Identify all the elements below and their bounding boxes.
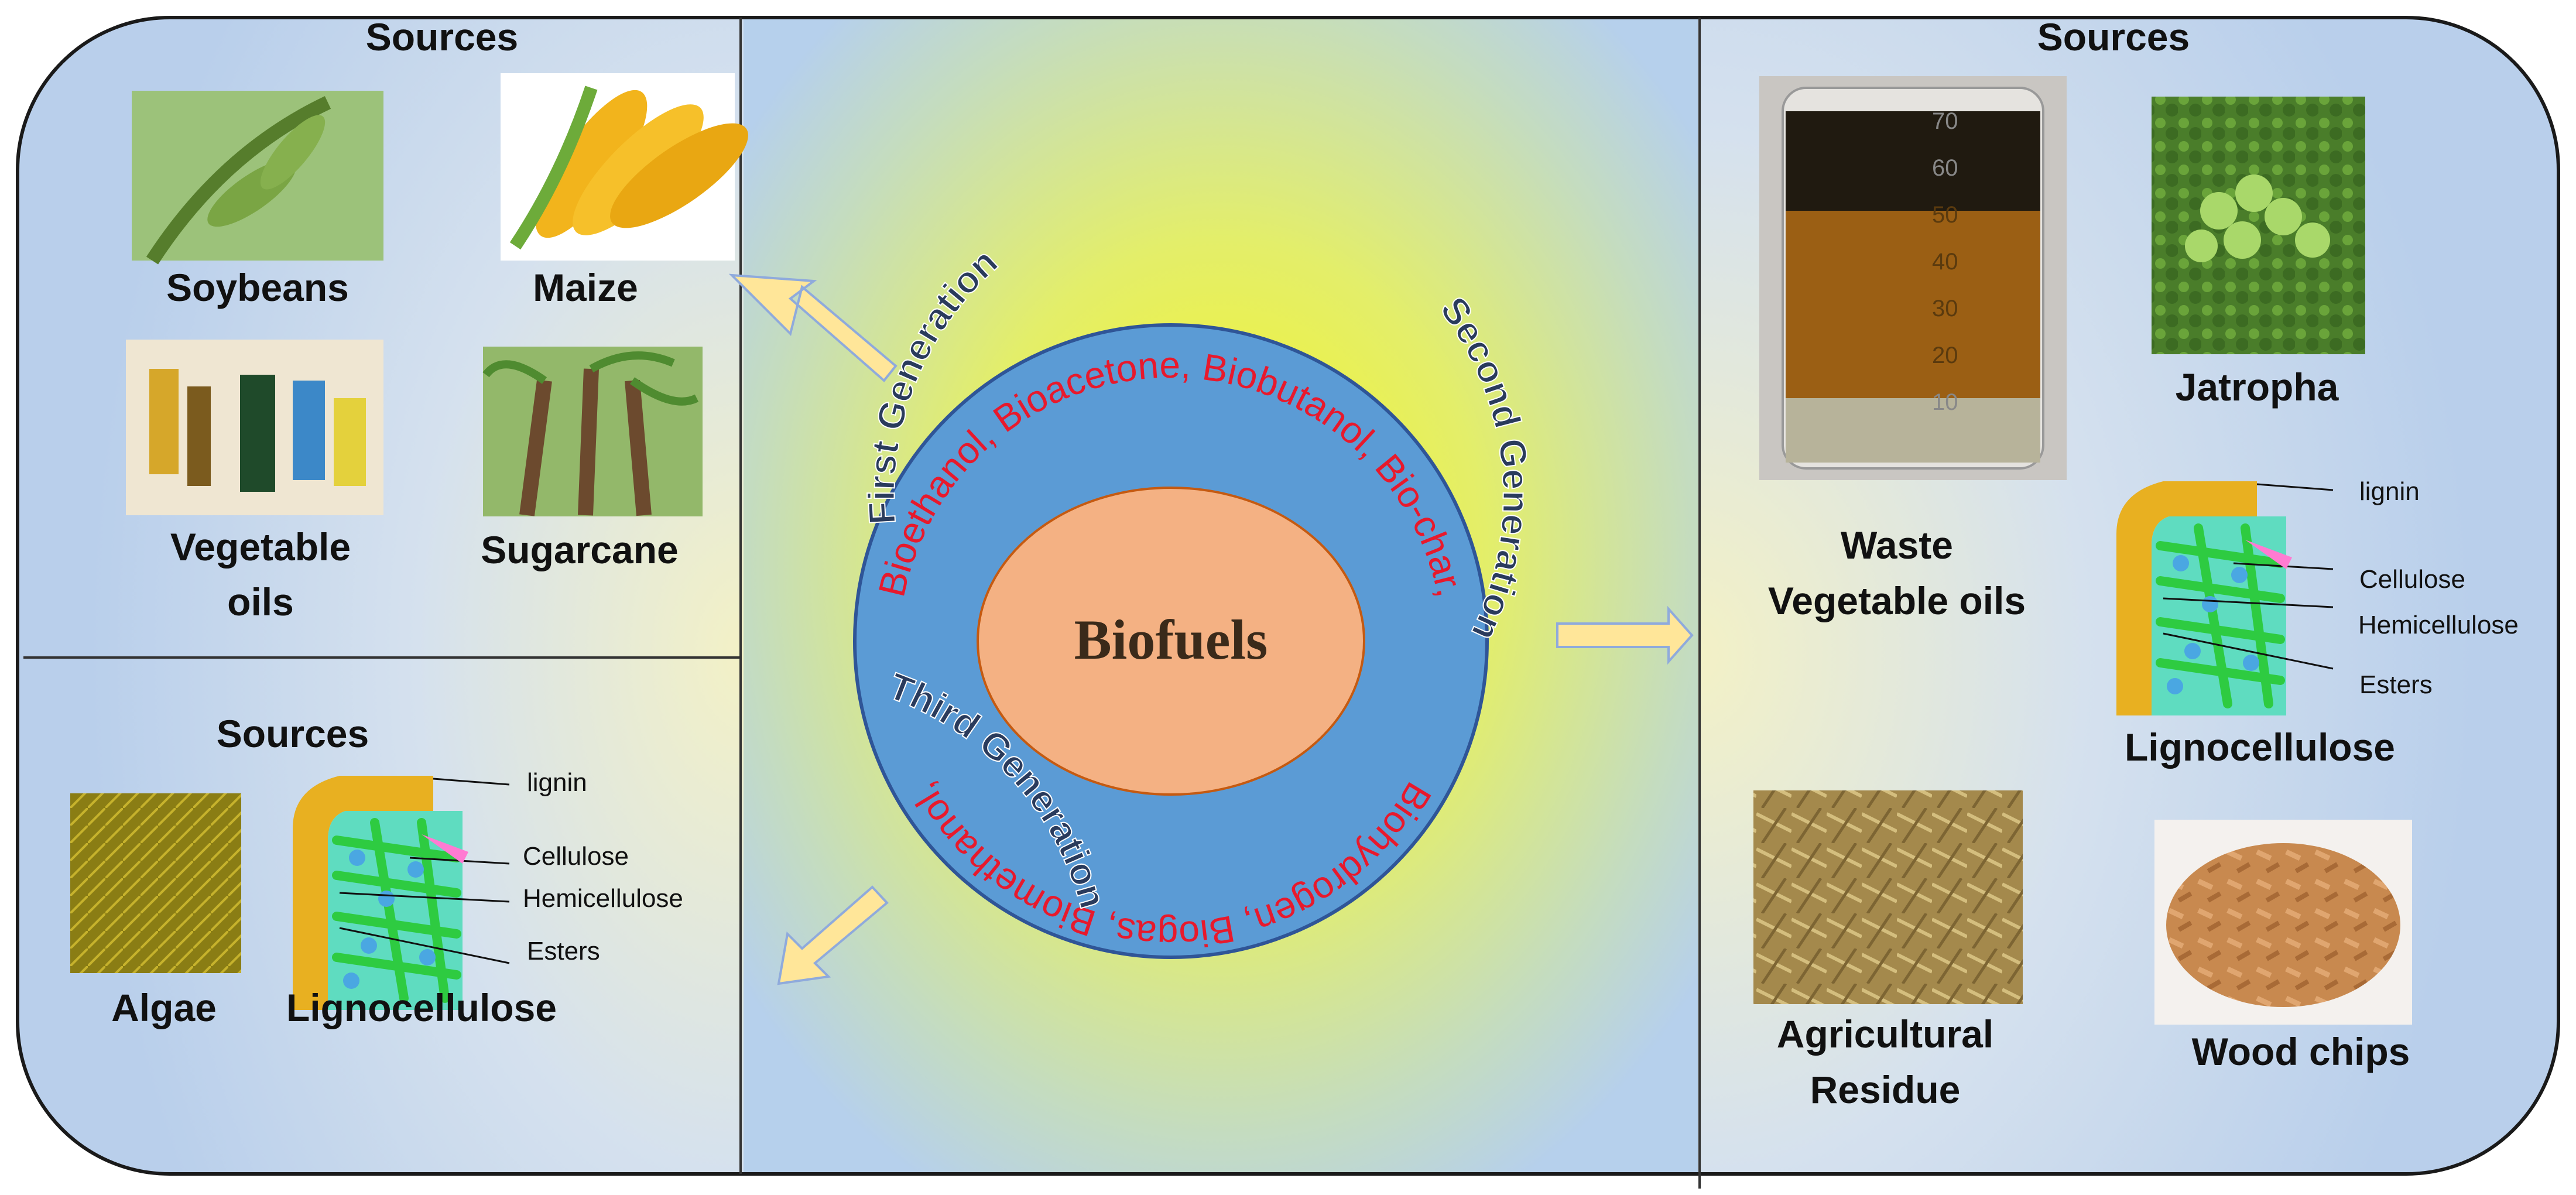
frame-border: [16, 16, 2560, 1176]
arrow-second-generation: [1556, 605, 1694, 665]
vegetable-label: Vegetable: [170, 525, 351, 569]
scale-30: 30: [1932, 296, 1958, 321]
scale-20: 20: [1932, 343, 1958, 368]
wood-chips-label: Wood chips: [2191, 1030, 2410, 1073]
waste-vegetable-oils-image: [1759, 76, 2067, 480]
agricultural-residue-image: [1753, 790, 2023, 1004]
agricultural-label: Agricultural: [1776, 1012, 1994, 1056]
sugarcane-image: [482, 347, 703, 516]
oils-label: oils: [227, 580, 294, 624]
residue-label: Residue: [1810, 1068, 1961, 1111]
biofuels-title: Biofuels: [1074, 608, 1268, 671]
maize-label: Maize: [533, 266, 638, 309]
scale-70: 70: [1932, 108, 1958, 134]
algae-label: Algae: [111, 986, 217, 1029]
scale-10: 10: [1932, 389, 1958, 415]
vegetable-oils-image: [126, 340, 383, 515]
hemicellulose-label-left: Hemicellulose: [523, 884, 683, 913]
lignin-label-right: lignin: [2359, 477, 2420, 506]
scale-50: 50: [1932, 202, 1958, 228]
esters-label-left: Esters: [527, 937, 600, 965]
esters-label-right: Esters: [2359, 670, 2433, 699]
lignocellulose-label-right: Lignocellulose: [2124, 725, 2396, 769]
third-sources-heading: Sources: [216, 712, 369, 755]
algae-image: [70, 793, 241, 973]
soybeans-label: Soybeans: [166, 266, 349, 309]
scale-60: 60: [1932, 155, 1958, 181]
second-sources-heading: Sources: [2037, 15, 2190, 59]
soybeans-image: [132, 91, 383, 265]
beaker-scale: 70 60 50 40 30 20 10: [1932, 108, 1958, 415]
cellulose-label-left: Cellulose: [523, 842, 629, 871]
arrow-first-generation: [728, 273, 898, 382]
wood-chips-image: [2154, 820, 2412, 1025]
lignocellulose-label-left: Lignocellulose: [286, 986, 557, 1029]
lignin-label-left: lignin: [527, 768, 587, 797]
scale-40: 40: [1932, 249, 1958, 275]
jatropha-label: Jatropha: [2175, 365, 2339, 409]
jatropha-image: [2152, 97, 2365, 354]
arrow-third-generation: [777, 885, 889, 985]
sugarcane-label: Sugarcane: [481, 528, 679, 571]
vegetable-oils-label: Vegetable oils: [1767, 579, 2026, 622]
first-sources-heading: Sources: [365, 15, 519, 59]
hemicellulose-label-right: Hemicellulose: [2358, 611, 2519, 639]
cellulose-label-right: Cellulose: [2359, 565, 2465, 594]
biofuels-core: [977, 487, 1365, 796]
waste-label: Waste: [1841, 523, 1953, 567]
maize-image: [501, 73, 748, 261]
